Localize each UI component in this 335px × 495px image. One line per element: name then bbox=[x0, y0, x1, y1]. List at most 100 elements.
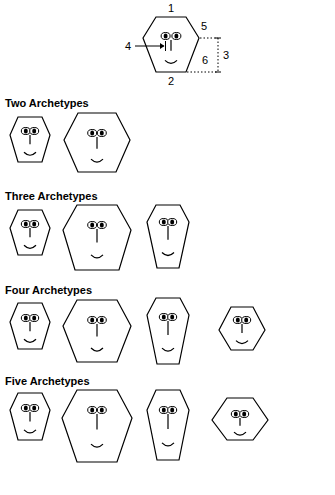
eye bbox=[168, 407, 177, 414]
face-figure bbox=[143, 17, 199, 72]
face-figure bbox=[147, 298, 189, 364]
mouth bbox=[24, 152, 36, 155]
face-outline bbox=[147, 298, 189, 364]
pupil bbox=[164, 33, 168, 38]
pupil bbox=[90, 130, 94, 135]
pupil bbox=[162, 314, 166, 319]
mouth bbox=[162, 252, 174, 255]
mouth bbox=[91, 348, 103, 351]
eye bbox=[172, 33, 181, 40]
dotted-line bbox=[218, 38, 219, 72]
eye bbox=[240, 411, 249, 418]
eye bbox=[97, 317, 106, 324]
nose bbox=[167, 321, 168, 335]
face-figure bbox=[147, 205, 189, 268]
mouth bbox=[234, 432, 246, 435]
nose bbox=[167, 414, 168, 429]
nose bbox=[96, 229, 97, 243]
eye bbox=[88, 407, 97, 414]
pupil bbox=[242, 411, 246, 416]
nose bbox=[29, 322, 30, 331]
row-heading: Four Archetypes bbox=[5, 285, 92, 296]
nose bbox=[29, 228, 30, 237]
pupil bbox=[24, 405, 28, 410]
eye bbox=[159, 314, 168, 321]
tick bbox=[165, 41, 166, 51]
arrow-line bbox=[135, 46, 164, 47]
pupil bbox=[234, 411, 238, 416]
face-outline bbox=[212, 398, 268, 440]
face-outline bbox=[64, 113, 130, 172]
face-figure bbox=[10, 303, 50, 349]
face-figure bbox=[10, 393, 50, 440]
face-outline bbox=[63, 300, 131, 362]
pupil bbox=[170, 219, 174, 224]
face-outline bbox=[63, 205, 131, 270]
row-heading: Two Archetypes bbox=[5, 98, 89, 109]
mouth bbox=[236, 341, 248, 344]
row-heading: Three Archetypes bbox=[5, 191, 98, 202]
mouth bbox=[24, 245, 36, 248]
eye bbox=[21, 221, 30, 228]
dimension-marks bbox=[135, 38, 221, 72]
face-figure bbox=[63, 300, 131, 362]
pupil bbox=[24, 315, 28, 320]
eye bbox=[233, 317, 242, 324]
eye bbox=[231, 411, 240, 418]
mouth bbox=[162, 348, 174, 351]
eye bbox=[168, 219, 177, 226]
eye bbox=[97, 407, 106, 414]
face-figure bbox=[212, 398, 268, 440]
eye bbox=[159, 407, 168, 414]
dimension-number: 5 bbox=[201, 21, 207, 32]
eye bbox=[30, 405, 39, 412]
dimension-number: 2 bbox=[168, 76, 174, 87]
pupil bbox=[90, 222, 94, 227]
pupil bbox=[162, 219, 166, 224]
dimension-number: 6 bbox=[202, 55, 208, 66]
pupil bbox=[174, 33, 178, 38]
mouth bbox=[91, 159, 103, 162]
pupil bbox=[244, 317, 248, 322]
eye bbox=[159, 219, 168, 226]
face-outline bbox=[10, 303, 50, 349]
pupil bbox=[32, 405, 36, 410]
face-outline bbox=[10, 210, 50, 255]
dimension-number: 1 bbox=[168, 3, 174, 14]
nose bbox=[239, 418, 240, 426]
pupil bbox=[236, 317, 240, 322]
pupil bbox=[100, 222, 104, 227]
mouth bbox=[91, 255, 103, 258]
pupil bbox=[90, 317, 94, 322]
face-figure bbox=[64, 113, 130, 172]
face-outline bbox=[10, 117, 50, 162]
pupil bbox=[100, 317, 104, 322]
eye bbox=[88, 222, 97, 229]
pupil bbox=[32, 221, 36, 226]
face-outline bbox=[147, 390, 189, 460]
arrow-head bbox=[160, 43, 165, 49]
face-outline bbox=[143, 17, 199, 72]
mouth bbox=[91, 444, 103, 447]
face-figure bbox=[10, 210, 50, 255]
eye bbox=[161, 33, 170, 40]
pupil bbox=[100, 407, 104, 412]
nose bbox=[96, 414, 97, 430]
face-figure bbox=[63, 205, 131, 270]
tick bbox=[215, 72, 221, 73]
mouth bbox=[24, 430, 36, 433]
mouth bbox=[162, 443, 174, 446]
eye bbox=[30, 221, 39, 228]
eye bbox=[21, 315, 30, 322]
eye bbox=[88, 130, 97, 137]
mouth bbox=[165, 60, 177, 63]
eye bbox=[242, 317, 251, 324]
dotted-line bbox=[187, 72, 218, 73]
face-outline bbox=[219, 307, 265, 350]
pupil bbox=[170, 407, 174, 412]
pupil bbox=[162, 407, 166, 412]
eye bbox=[30, 128, 39, 135]
face-figure bbox=[62, 390, 132, 462]
face-figure bbox=[219, 307, 265, 350]
nose bbox=[29, 135, 30, 144]
